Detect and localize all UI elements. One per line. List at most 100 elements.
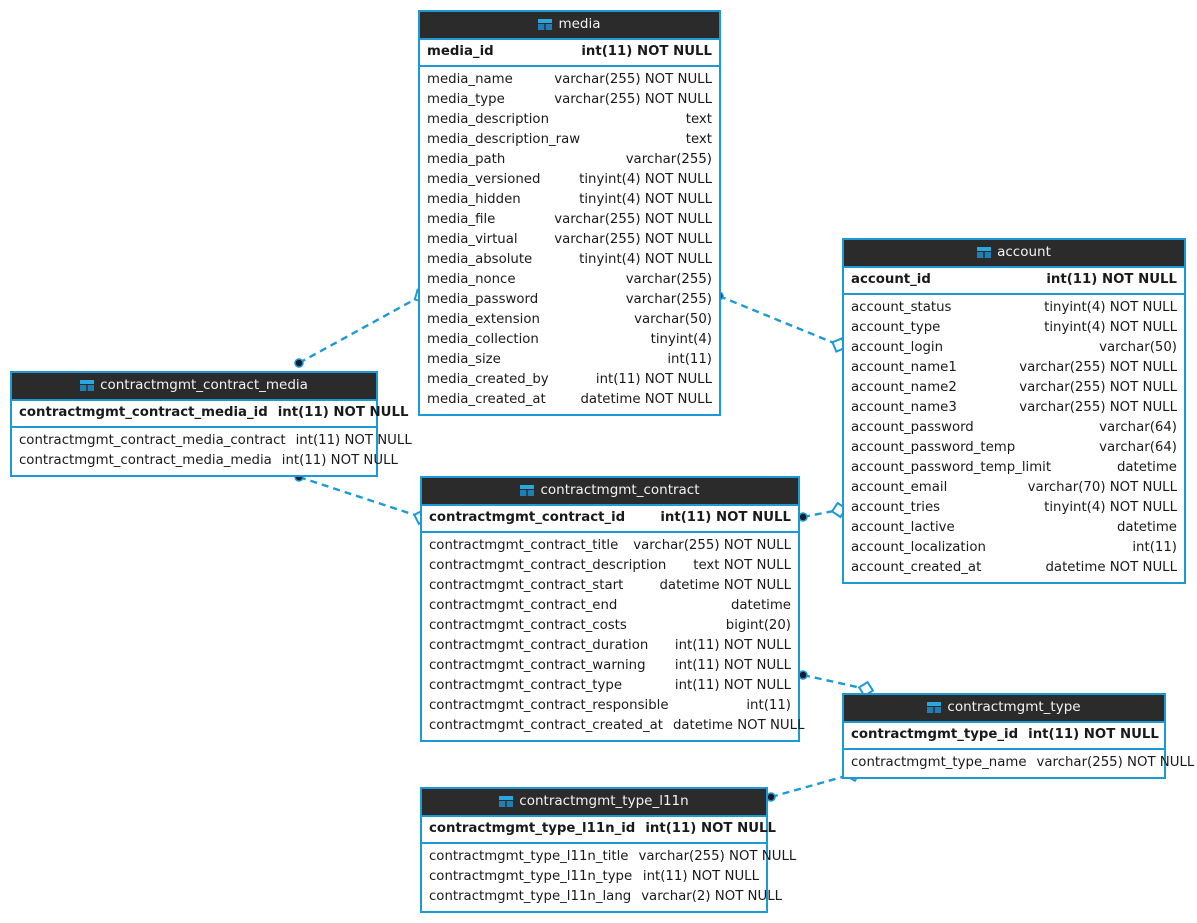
column-name: account_created_at — [851, 560, 982, 575]
column-name: media_password — [427, 292, 539, 307]
entity-contractmgmt-contract[interactable]: contractmgmt_contract contractmgmt_contr… — [420, 476, 804, 742]
column-type: int(11) NOT NULL — [595, 372, 712, 387]
entity-media[interactable]: media media_id int(11) NOT NULL media_na… — [418, 10, 721, 416]
column-type: text — [685, 112, 712, 127]
relationship-line — [770, 772, 854, 799]
entity-column-row: media_name varchar(255) NOT NULL — [420, 70, 719, 90]
column-type: int(11) NOT NULL — [295, 433, 412, 448]
column-type: varchar(255) NOT NULL — [1036, 755, 1195, 770]
column-type: varchar(64) — [1099, 440, 1177, 455]
entity-header-account: account — [844, 240, 1184, 266]
column-type: int(11) NOT NULL — [642, 869, 759, 884]
relationship-edge — [294, 472, 430, 526]
relationship-edge — [714, 291, 847, 353]
column-name: account_password — [851, 420, 974, 435]
column-type: int(11) NOT NULL — [674, 658, 791, 673]
entity-contractmgmt-contract-media[interactable]: contractmgmt_contract_media contractmgmt… — [10, 371, 412, 477]
entity-column-row: contractmgmt_type_name varchar(255) NOT N… — [844, 753, 1194, 773]
entity-columns: contractmgmt_contract_media_contract int(… — [12, 428, 412, 475]
column-name: media_description — [427, 112, 549, 127]
column-name: contractmgmt_contract_duration — [429, 638, 649, 653]
entity-column-row: account_password_temp varchar(64) — [844, 438, 1184, 458]
column-name: contractmgmt_contract_id — [429, 510, 626, 525]
column-name: media_path — [427, 152, 506, 167]
column-type: bigint(20) — [725, 618, 791, 633]
relationship-line — [802, 673, 867, 691]
entity-header-contractmgmt-type-l11n: contractmgmt_type_l11n — [422, 789, 766, 815]
table-icon — [520, 485, 535, 496]
entity-account[interactable]: account account_id int(11) NOT NULL acco… — [842, 238, 1186, 584]
column-type: varchar(255) NOT NULL — [633, 538, 791, 553]
column-name: media_name — [427, 72, 513, 87]
column-type: varchar(255) — [625, 292, 712, 307]
column-name: media_absolute — [427, 252, 533, 267]
column-type: varchar(50) — [1099, 340, 1177, 355]
column-type: tinyint(4) NOT NULL — [579, 252, 712, 267]
entity-columns: contractmgmt_type_name varchar(255) NOT N… — [844, 750, 1194, 777]
column-name: account_email — [851, 480, 948, 495]
column-name: contractmgmt_contract_created_at — [429, 718, 663, 733]
entity-title: account — [997, 244, 1051, 260]
column-type: varchar(255) NOT NULL — [554, 212, 712, 227]
entity-column-row: account_password varchar(64) — [844, 418, 1184, 438]
entity-contractmgmt-type-l11n[interactable]: contractmgmt_type_l11n contractmgmt_type… — [420, 787, 796, 913]
column-type: tinyint(4) NOT NULL — [1044, 500, 1177, 515]
column-type: varchar(50) — [634, 312, 712, 327]
column-type: tinyint(4) NOT NULL — [579, 172, 712, 187]
column-type: int(11) NOT NULL — [1046, 272, 1177, 287]
column-name: media_created_by — [427, 372, 549, 387]
column-name: contractmgmt_contract_media_contract — [19, 433, 286, 448]
entity-title: contractmgmt_type_l11n — [519, 793, 689, 809]
column-type: varchar(255) NOT NULL — [1019, 380, 1177, 395]
relationship-line — [298, 475, 422, 519]
entity-primary-key-row: contractmgmt_contract_media_id int(11) N… — [12, 399, 408, 428]
column-name: contractmgmt_type_id — [851, 727, 1019, 742]
column-name: account_password_temp — [851, 440, 1016, 455]
column-name: account_localization — [851, 540, 986, 555]
relationship-edge — [798, 501, 848, 522]
column-name: account_lactive — [851, 520, 955, 535]
column-type: datetime NOT NULL — [672, 718, 805, 733]
column-name: contractmgmt_type_l11n_title — [429, 849, 629, 864]
column-type: datetime — [730, 598, 791, 613]
column-name: contractmgmt_contract_costs — [429, 618, 627, 633]
column-type: varchar(255) NOT NULL — [554, 72, 712, 87]
column-type: datetime — [1116, 520, 1177, 535]
column-type: datetime NOT NULL — [1045, 560, 1177, 575]
entity-column-row: media_password varchar(255) — [420, 290, 719, 310]
column-type: int(11) — [746, 698, 791, 713]
column-name: contractmgmt_type_name — [851, 755, 1027, 770]
column-name: contractmgmt_contract_end — [429, 598, 618, 613]
column-type: text — [685, 132, 712, 147]
column-type: datetime NOT NULL — [580, 392, 712, 407]
table-icon — [977, 247, 992, 258]
column-type: varchar(255) NOT NULL — [1019, 400, 1177, 415]
column-name: contractmgmt_contract_start — [429, 578, 624, 593]
entity-contractmgmt-type[interactable]: contractmgmt_type contractmgmt_type_id i… — [842, 693, 1194, 779]
column-type: varchar(2) NOT NULL — [641, 889, 783, 904]
column-name: contractmgmt_contract_description — [429, 558, 667, 573]
column-type: tinyint(4) NOT NULL — [1044, 320, 1177, 335]
column-name: media_collection — [427, 332, 539, 347]
column-name: contractmgmt_contract_responsible — [429, 698, 669, 713]
entity-column-row: account_created_at datetime NOT NULL — [844, 558, 1184, 578]
entity-column-row: account_lactive datetime — [844, 518, 1184, 538]
column-type: varchar(64) — [1099, 420, 1177, 435]
